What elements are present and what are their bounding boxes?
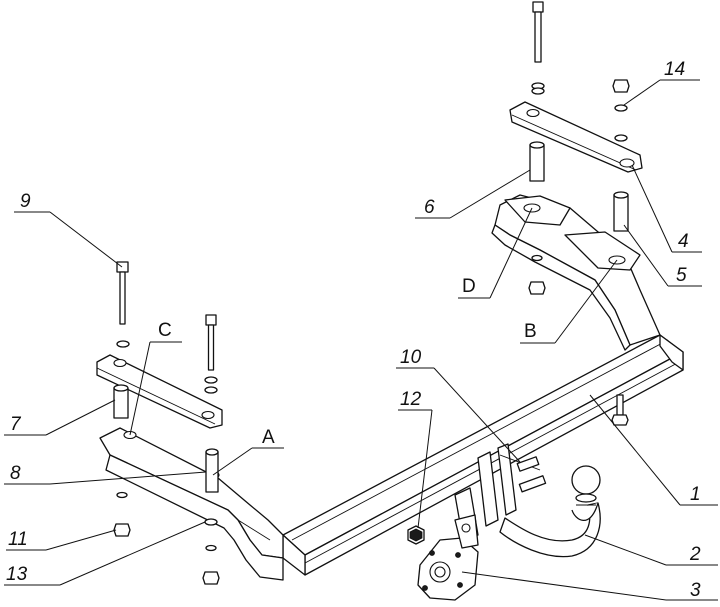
cross-beam: [282, 334, 684, 576]
callout-13: 13: [6, 564, 28, 585]
right-side-bracket: [491, 194, 661, 351]
callout-11: 11: [8, 529, 28, 550]
sleeve-5: [613, 191, 629, 232]
bolt-left-center: [205, 314, 217, 371]
washers-and-nuts: [113, 79, 630, 585]
bolt-left-9: [116, 261, 129, 325]
callout-12: 12: [400, 389, 422, 410]
callout-10: 10: [400, 347, 422, 368]
sleeve-7: [113, 384, 129, 419]
callout-1: 1: [690, 484, 701, 505]
leader-lines: [4, 79, 718, 601]
right-strap-plate: [509, 101, 643, 173]
socket-plate: [417, 514, 479, 601]
sleeve-6: [529, 141, 545, 182]
callout-a: A: [262, 427, 275, 448]
callout-c: C: [158, 320, 172, 341]
callout-d: D: [462, 276, 476, 297]
callout-4: 4: [678, 231, 689, 252]
callout-8: 8: [10, 463, 21, 484]
callout-6: 6: [424, 197, 435, 218]
callout-2: 2: [689, 544, 701, 565]
sleeve-8: [205, 448, 219, 493]
callout-b: B: [524, 321, 537, 342]
callout-3: 3: [690, 580, 701, 601]
left-side-bracket: [99, 427, 284, 581]
left-strap-plate: [96, 354, 223, 429]
callout-5: 5: [676, 265, 687, 286]
callout-labels: 1 2 3 4 5 6 7 8 9 10 11 12 13 14 A B C D: [6, 59, 701, 601]
nut-12: [407, 525, 425, 545]
callout-14: 14: [664, 59, 685, 80]
callout-7: 7: [10, 414, 22, 435]
bolt-top-right: [532, 1, 544, 63]
tow-ball-arm: [499, 465, 601, 558]
callout-9: 9: [20, 191, 31, 212]
